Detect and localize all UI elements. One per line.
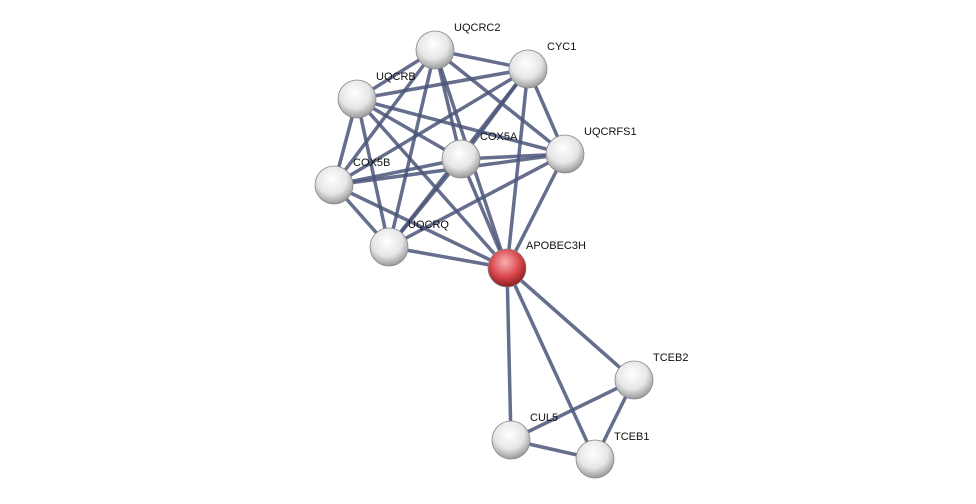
- node-uqcrq[interactable]: UQCRQ: [369, 219, 449, 267]
- node-label: UQCRFS1: [584, 126, 637, 138]
- edge-tceb2-cul5[interactable]: [510, 378, 635, 442]
- node-label: TCEB2: [653, 352, 688, 364]
- node-uqcrfs1[interactable]: UQCRFS1: [545, 126, 637, 174]
- node-sphere[interactable]: [415, 30, 455, 70]
- edge-cox5b-apobec3h[interactable]: [333, 183, 508, 270]
- edge-cyc1-cox5b[interactable]: [333, 67, 529, 187]
- node-cox5a[interactable]: COX5A: [441, 131, 518, 179]
- node-label: UQCRB: [376, 71, 416, 83]
- node-sphere[interactable]: [575, 439, 615, 479]
- edge-cyc1-apobec3h[interactable]: [505, 68, 530, 269]
- edge-uqcrb-uqcrq[interactable]: [355, 98, 391, 248]
- node-cox5b[interactable]: COX5B: [314, 157, 390, 205]
- edge-cox5a-cox5b[interactable]: [333, 157, 462, 187]
- node-sphere[interactable]: [545, 134, 585, 174]
- node-label: COX5B: [353, 157, 390, 169]
- node-sphere[interactable]: [487, 248, 527, 288]
- edge-uqcrc2-cox5b[interactable]: [332, 48, 437, 187]
- edge-apobec3h-cul5[interactable]: [505, 267, 513, 441]
- node-label: TCEB1: [614, 431, 649, 443]
- node-sphere[interactable]: [337, 79, 377, 119]
- edge-uqcrc2-uqcrfs1[interactable]: [433, 48, 567, 156]
- node-label: UQCRQ: [408, 219, 449, 231]
- edge-apobec3h-tceb2[interactable]: [505, 266, 636, 382]
- edge-uqcrb-apobec3h[interactable]: [355, 97, 509, 270]
- node-label: CUL5: [530, 412, 558, 424]
- node-cyc1[interactable]: CYC1: [508, 41, 576, 89]
- node-sphere[interactable]: [491, 420, 531, 460]
- edge-uqcrb-uqcrfs1[interactable]: [356, 97, 566, 156]
- node-sphere[interactable]: [508, 49, 548, 89]
- node-tceb1[interactable]: TCEB1: [575, 431, 649, 479]
- node-label: COX5A: [480, 131, 518, 143]
- node-sphere[interactable]: [614, 360, 654, 400]
- node-uqcrb[interactable]: UQCRB: [337, 71, 416, 119]
- node-label: UQCRC2: [454, 22, 500, 34]
- node-sphere[interactable]: [369, 227, 409, 267]
- node-tceb2[interactable]: TCEB2: [614, 352, 688, 400]
- edge-uqcrq-apobec3h[interactable]: [388, 245, 508, 270]
- node-cul5[interactable]: CUL5: [491, 412, 558, 460]
- node-sphere[interactable]: [314, 165, 354, 205]
- node-sphere[interactable]: [441, 139, 481, 179]
- edge-uqcrfs1-apobec3h[interactable]: [505, 153, 567, 269]
- node-apobec3h[interactable]: APOBEC3H: [487, 240, 586, 288]
- node-label: APOBEC3H: [526, 240, 586, 252]
- edge-cyc1-uqcrb[interactable]: [356, 67, 529, 101]
- edge-cox5a-apobec3h[interactable]: [459, 158, 509, 269]
- node-uqcrc2[interactable]: UQCRC2: [415, 22, 500, 70]
- edge-apobec3h-tceb1[interactable]: [505, 267, 597, 460]
- edge-uqcrb-cox5a[interactable]: [356, 97, 462, 161]
- node-label: CYC1: [547, 41, 576, 53]
